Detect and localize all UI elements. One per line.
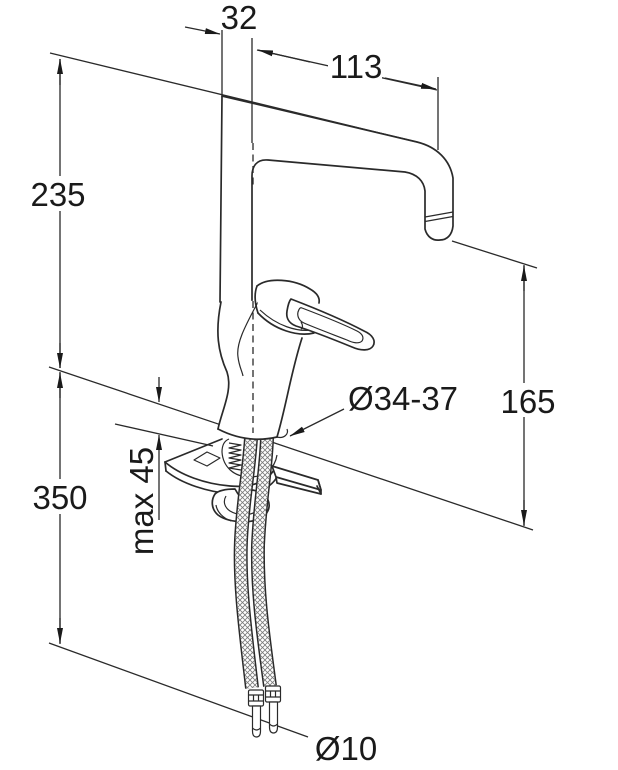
left-tube-fill — [252, 706, 261, 737]
dim-235-text-bg — [30, 176, 87, 211]
dim-hole-leader — [289, 408, 345, 437]
cap-left-arc — [254, 285, 259, 314]
left-fitting-tube — [251, 705, 262, 738]
max-thickness-underside-line — [114, 423, 214, 447]
dimensions: 32 113 235 350 max 45 165 Ø34-37 Ø1 — [30, 0, 556, 767]
lever-hole-outline — [297, 307, 364, 344]
plate-diamond-hole — [193, 451, 221, 467]
wing-end-facet — [316, 479, 322, 495]
threaded-stud-coil — [228, 442, 242, 471]
dimension-label-hole-diameter: Ø34-37 — [348, 380, 458, 417]
under-deck-assembly — [164, 437, 322, 738]
wing-front-edge — [275, 476, 322, 495]
dim-113-arrow-right — [384, 77, 437, 90]
cap-bottom-arc — [257, 312, 315, 335]
lever-outer-outline — [285, 298, 375, 351]
hose-end-fittings — [247, 685, 282, 738]
dimension-label-165: 165 — [500, 383, 555, 420]
dimension-label-max45: max 45 — [123, 447, 160, 555]
dimension-label-113: 113 — [330, 48, 383, 85]
spout-top-extension-line — [49, 52, 418, 143]
right-fitting-ribs — [266, 690, 281, 698]
right-tube-fill — [269, 702, 278, 733]
right-fitting-nut-fill — [265, 686, 281, 702]
wing-fill — [272, 466, 321, 490]
dim-350-text-bg — [31, 479, 89, 514]
plate-back-edge — [164, 438, 223, 463]
plate-hole-rim-back — [221, 438, 230, 453]
ext-line-outlet-tip — [451, 240, 538, 269]
supply-hoses — [233, 437, 277, 689]
lever-hole-fill — [297, 307, 363, 343]
right-fitting-tube — [268, 701, 279, 734]
hose-end-plane-line — [48, 642, 309, 738]
aerator-band — [424, 211, 454, 223]
body-right-edge — [276, 337, 303, 438]
deck-hole-rim-arc — [276, 428, 289, 439]
countertop-plane-line — [48, 366, 534, 531]
dim-165-text-bg — [499, 383, 554, 417]
plate-tip-edge — [164, 461, 167, 472]
clamp-thickness-arc — [215, 504, 232, 522]
hose-right-braid — [252, 437, 276, 687]
tightening-wing — [271, 465, 322, 495]
lever-nub — [300, 321, 304, 330]
cap-top-arc — [256, 279, 321, 304]
hose-left-braid — [235, 437, 258, 689]
spout-fill — [220, 96, 453, 302]
body-crease-line — [237, 301, 259, 377]
dim-113-text-bg — [328, 49, 382, 81]
left-fitting-nut-fill — [248, 690, 264, 706]
dimension-label-350: 350 — [32, 479, 87, 516]
left-fitting-ribs — [249, 694, 264, 702]
dimension-label-hose-diameter: Ø10 — [315, 730, 377, 767]
clamp-outline — [211, 488, 270, 523]
body-left-edge — [217, 301, 230, 430]
lever-handle — [285, 298, 375, 351]
left-tube-tip-line — [252, 727, 261, 731]
dimension-label-235: 235 — [30, 176, 85, 213]
faucet-body-group — [217, 95, 454, 441]
right-tube-tip-line — [269, 723, 278, 727]
dim-113-arrow-left — [257, 49, 311, 63]
dim-32-arrow — [184, 26, 221, 35]
reference-planes — [48, 366, 534, 738]
body-bottom-edge — [217, 428, 278, 441]
body-fill — [217, 300, 302, 440]
spout-outline — [219, 95, 454, 303]
dimension-label-32: 32 — [221, 0, 258, 36]
